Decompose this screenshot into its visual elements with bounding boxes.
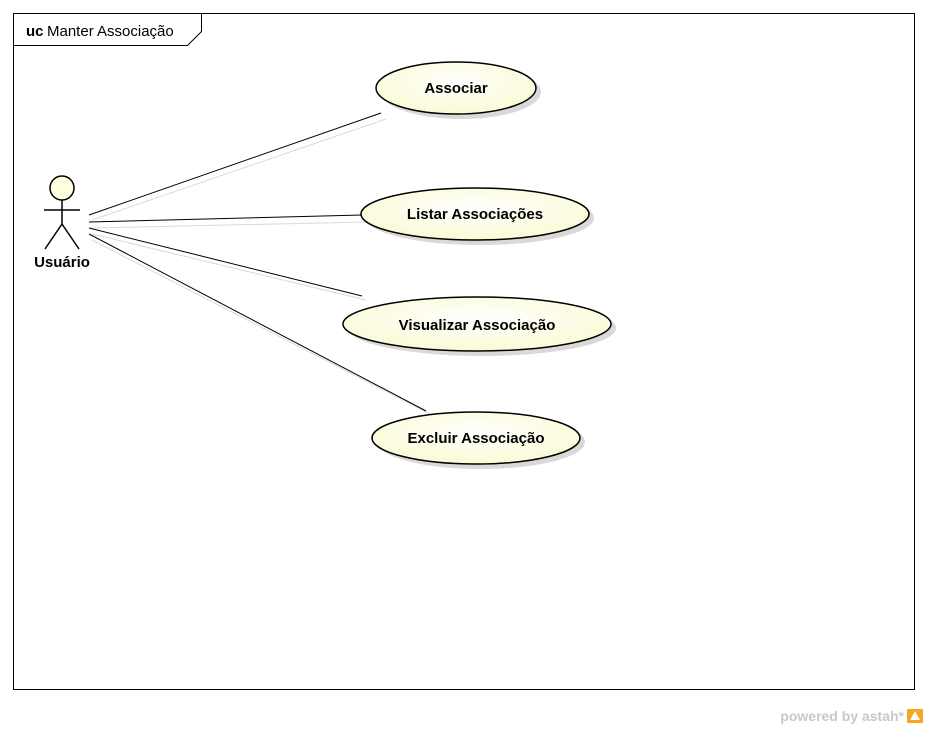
association-excluir[interactable]: [88, 233, 427, 412]
actor-usuario[interactable]: Usuário: [34, 175, 90, 271]
association-listar[interactable]: [88, 214, 363, 223]
use-case-ellipse: [360, 187, 590, 241]
use-case-associar[interactable]: Associar: [375, 61, 541, 119]
association-associar[interactable]: [88, 112, 382, 216]
use-case-ellipse: [375, 61, 537, 115]
astah-logo-icon: [907, 709, 923, 723]
frame-title: Manter Associação: [47, 23, 174, 40]
actor-label: Usuário: [34, 254, 90, 271]
use-case-ellipse: [371, 411, 581, 465]
use-case-label: Excluir Associação: [407, 430, 544, 447]
use-case-label: Associar: [424, 80, 488, 97]
use-case-listar-associacoes[interactable]: Listar Associações: [360, 187, 594, 245]
frame-title-tab: [13, 13, 202, 46]
actor-figure: [44, 175, 80, 250]
association-shadows: [91, 118, 431, 415]
association-visualizar[interactable]: [88, 227, 363, 297]
use-case-excluir-associacao[interactable]: Excluir Associação: [371, 411, 585, 469]
astah-watermark: powered by astah*: [780, 708, 923, 724]
use-case-label: Visualizar Associação: [399, 317, 556, 334]
frame-keyword: uc: [26, 23, 44, 40]
use-case-ellipse: [342, 296, 612, 352]
use-case-label: Listar Associações: [407, 206, 543, 223]
use-case-visualizar-associacao[interactable]: Visualizar Associação: [342, 296, 616, 356]
watermark-text: powered by astah*: [780, 708, 904, 724]
